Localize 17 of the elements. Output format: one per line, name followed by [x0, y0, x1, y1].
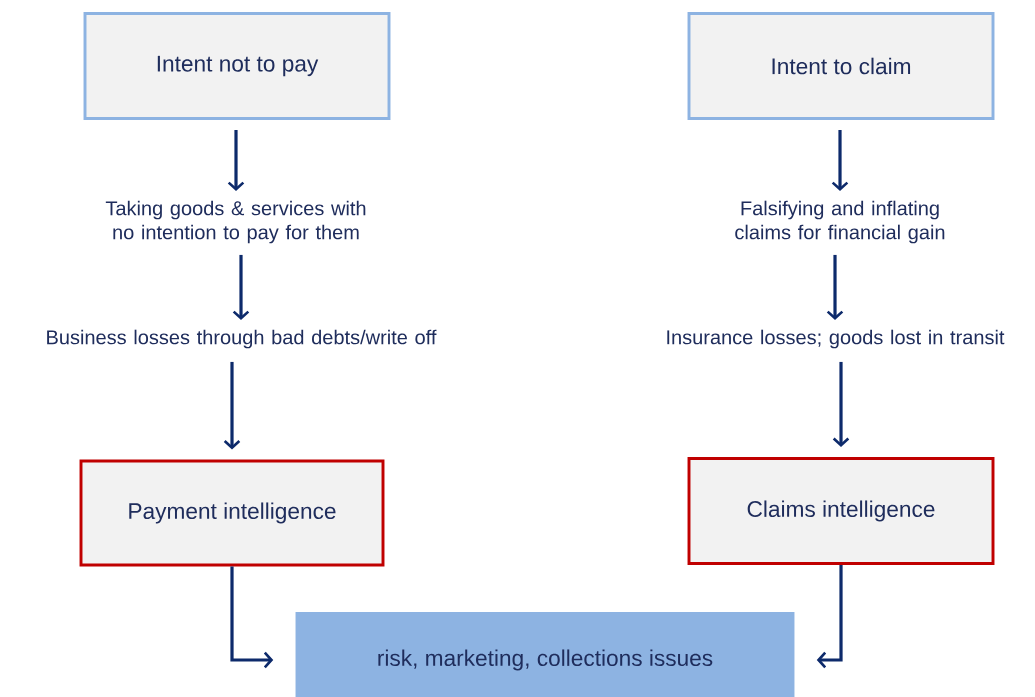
arrow	[227, 130, 245, 192]
outcome-box: risk, marketing, collections issues	[295, 612, 795, 697]
arrow	[230, 566, 274, 669]
result-box: Claims intelligence	[687, 457, 995, 565]
step-text: Taking goods & services with no intention to pay for them	[105, 200, 366, 244]
process-box: Intent not to pay	[83, 12, 391, 120]
arrow	[223, 361, 241, 450]
arrow	[816, 565, 843, 669]
arrow	[232, 254, 250, 321]
result-box: Payment intelligence	[79, 459, 385, 567]
step-text: Business losses through bad debts/write off	[47, 329, 437, 349]
step-text: Falsifying and inflating claims for financial gain	[735, 200, 945, 244]
arrow	[832, 361, 850, 447]
step-text: Insurance losses; goods lost in transit	[667, 329, 1005, 349]
process-box: Intent to claim	[687, 12, 995, 120]
arrow	[831, 130, 849, 192]
arrow	[826, 254, 844, 321]
